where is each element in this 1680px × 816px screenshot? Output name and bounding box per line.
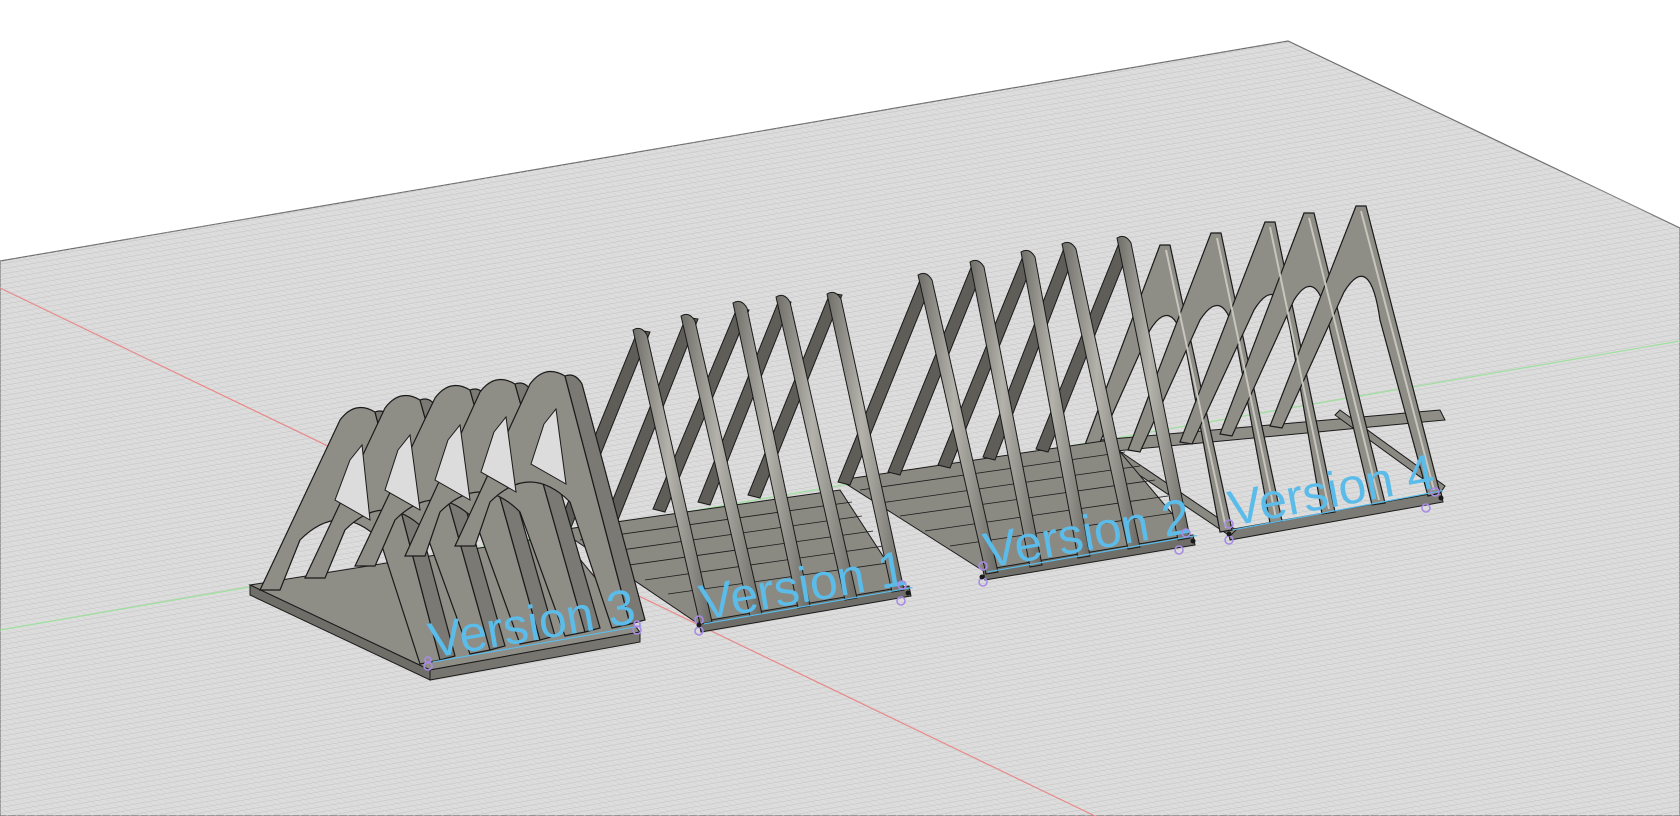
sketch-anchor-points (423, 487, 1444, 671)
anchor-icon[interactable] (1224, 519, 1234, 545)
anchor-icon[interactable] (1421, 487, 1444, 513)
model-version-4[interactable] (1079, 205, 1446, 541)
anchor-icon[interactable] (896, 580, 911, 606)
anchor-icon[interactable] (1174, 528, 1196, 555)
anchor-icon[interactable] (978, 561, 988, 587)
model-version-3[interactable] (248, 370, 646, 681)
anchor-icon[interactable] (632, 620, 642, 635)
anchor-icon[interactable] (423, 656, 433, 671)
model-version-1[interactable] (557, 291, 912, 633)
ground-plane-grid (0, 40, 1680, 816)
anchor-icon[interactable] (694, 615, 704, 636)
